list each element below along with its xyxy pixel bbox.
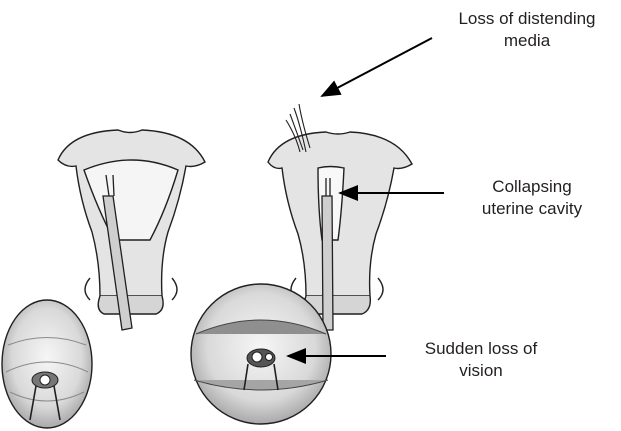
endoscopic-view-left [2, 300, 92, 428]
label-loss-line2: media [438, 30, 616, 52]
uterus-left [58, 130, 205, 314]
label-sudden-line2: vision [396, 360, 566, 382]
label-sudden-loss-of-vision: Sudden loss of vision [396, 338, 566, 382]
label-collapse-line2: uterine cavity [452, 198, 612, 220]
uterus-right [268, 132, 412, 314]
label-collapse-line1: Collapsing [452, 176, 612, 198]
label-sudden-line1: Sudden loss of [396, 338, 566, 360]
label-collapsing-uterine-cavity: Collapsing uterine cavity [452, 176, 612, 220]
label-loss-of-distending-media: Loss of distending media [438, 8, 616, 52]
hysteroscope-right [322, 178, 333, 330]
endoscopic-view-right [191, 284, 331, 424]
arrow-loss-of-media [322, 38, 432, 96]
label-loss-line1: Loss of distending [438, 8, 616, 30]
